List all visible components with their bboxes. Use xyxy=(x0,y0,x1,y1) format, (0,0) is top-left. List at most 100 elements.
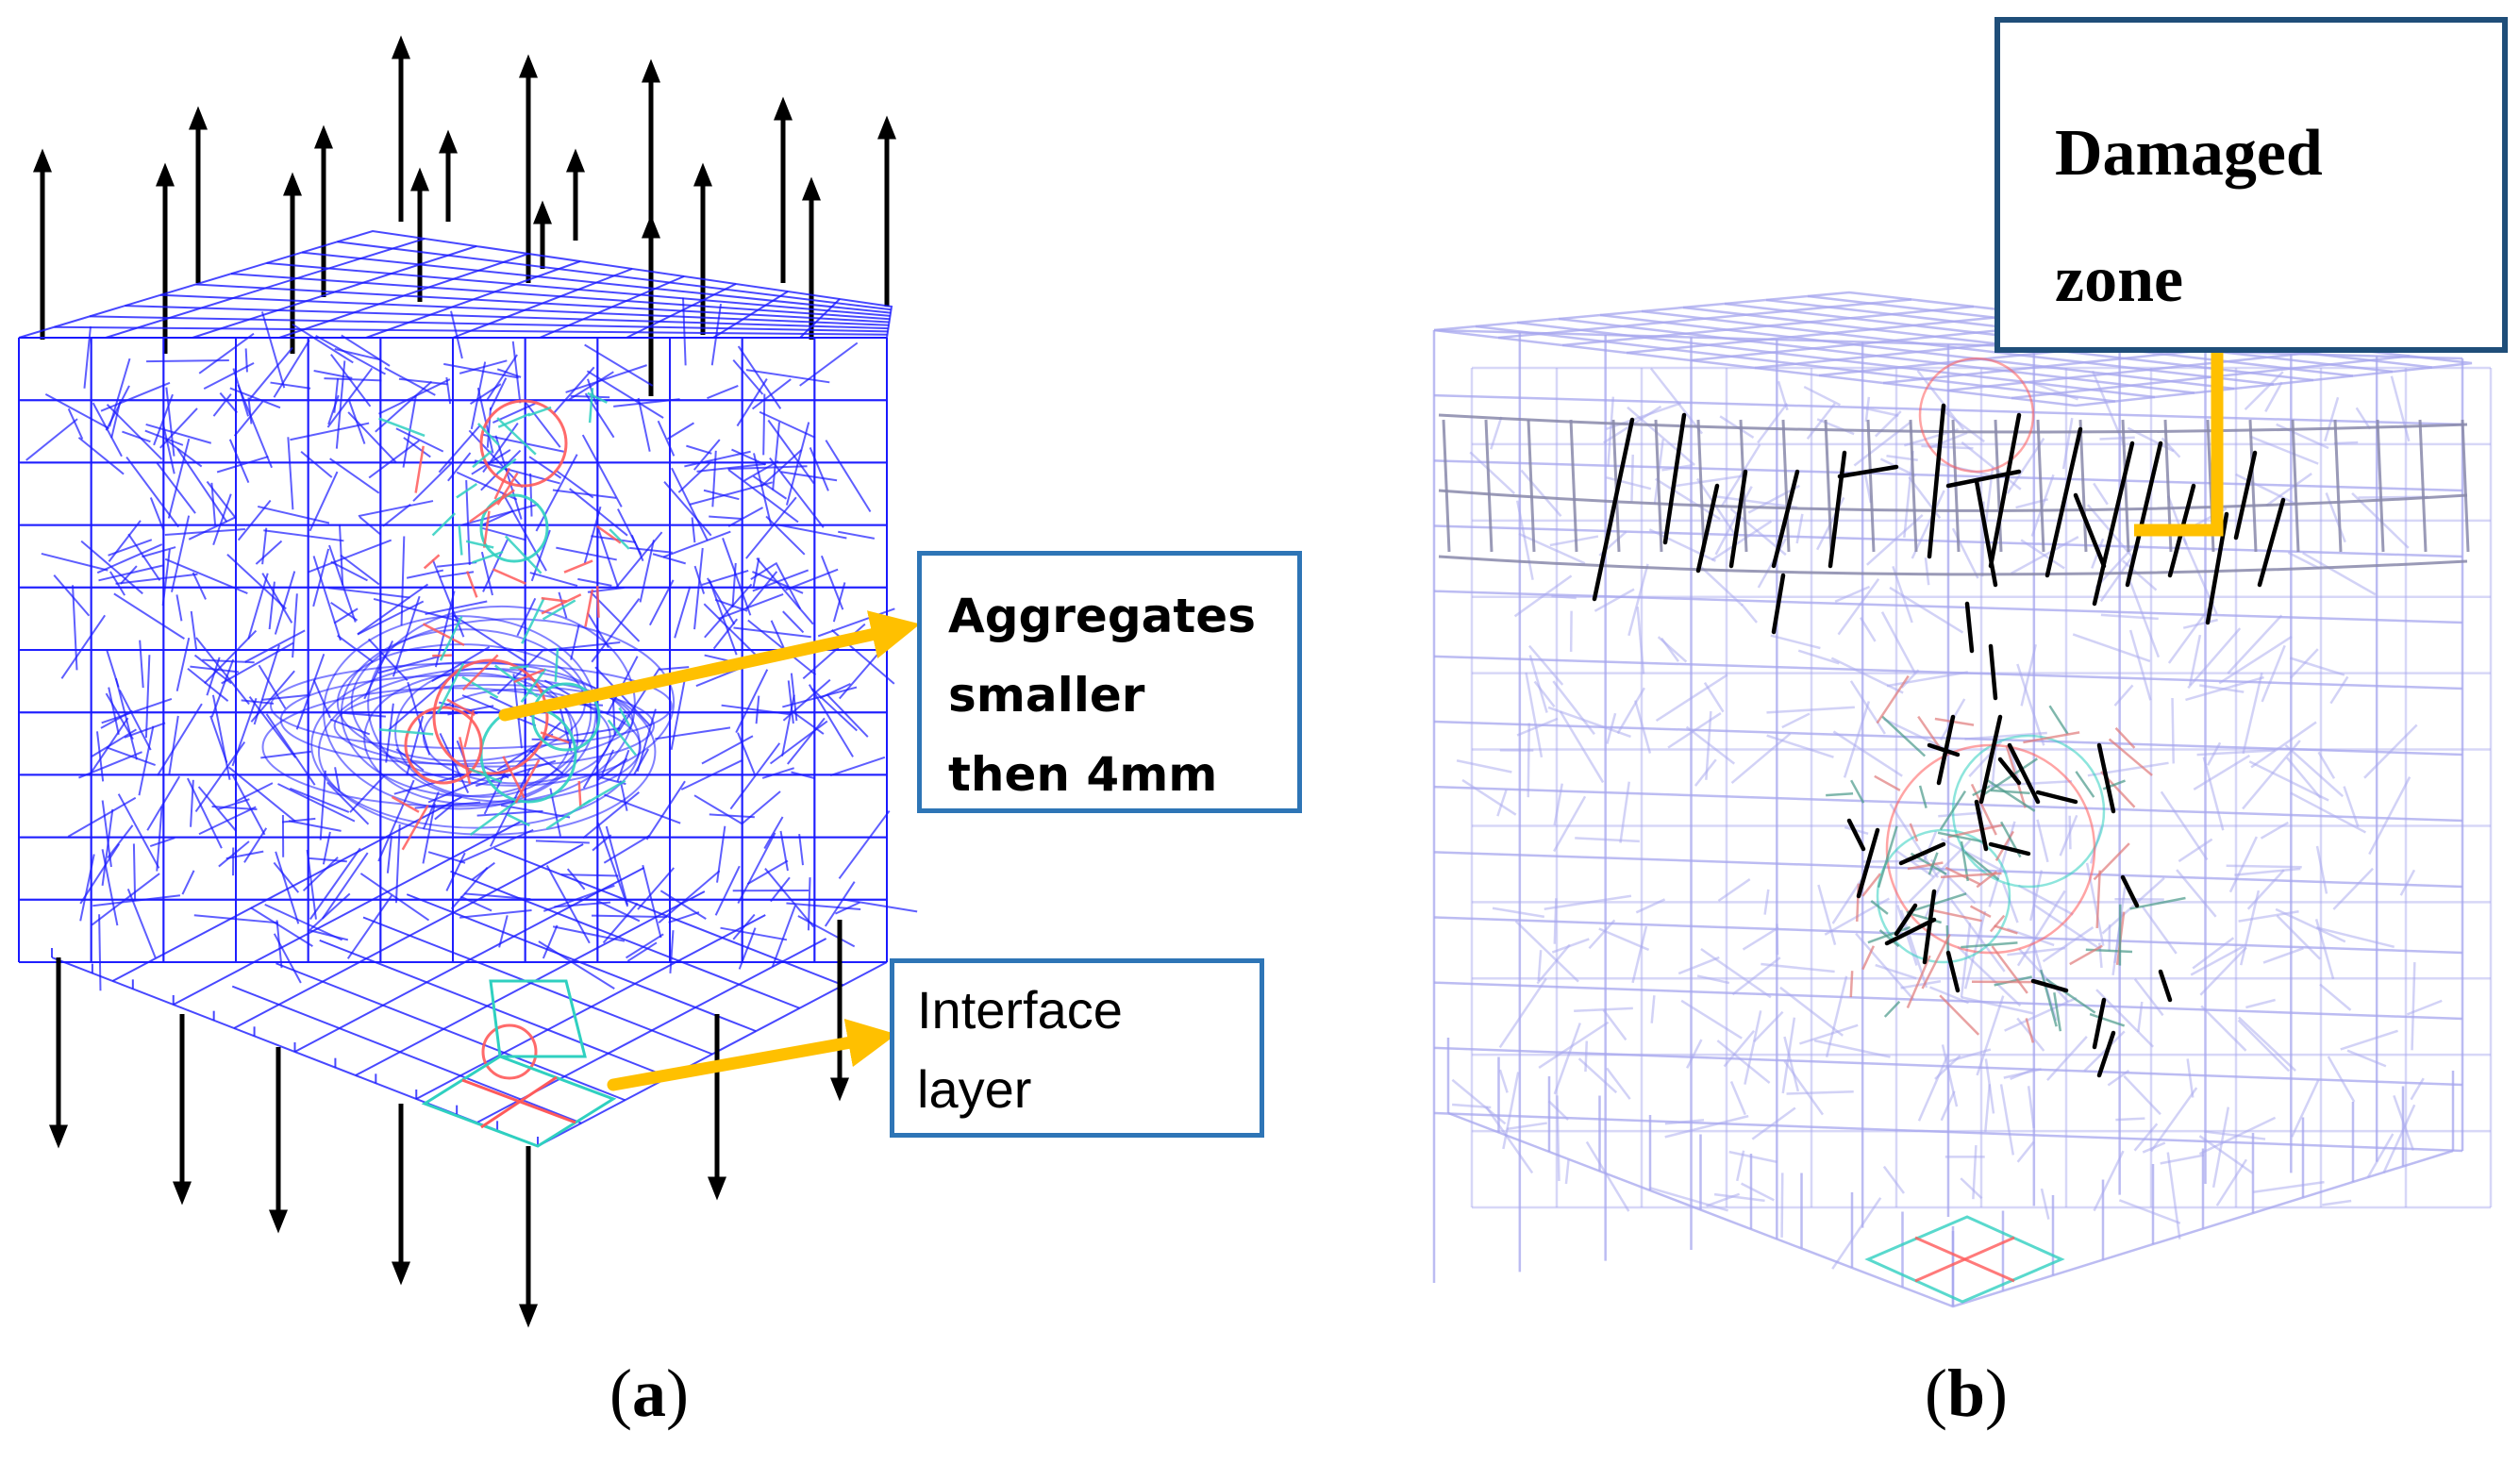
interface-pointer-arrow xyxy=(607,1018,897,1091)
mesh-fill-line xyxy=(105,692,134,740)
mesh-fill-line xyxy=(1723,1030,1756,1068)
mesh-fill-line xyxy=(787,680,794,724)
aggregate-edge xyxy=(1911,913,1943,924)
mesh-fill-line xyxy=(1537,950,1543,982)
aggregate-edge xyxy=(1909,823,1919,842)
mesh-fill-line xyxy=(2093,1150,2125,1212)
damaged-band-line xyxy=(1442,419,1451,553)
mesh-fill-line xyxy=(1929,858,1977,905)
mesh-fill-line xyxy=(1518,532,1586,565)
mesh-fill-line xyxy=(1940,838,2009,875)
crack-line xyxy=(2092,441,2135,607)
mesh-line xyxy=(493,847,844,987)
mesh-fill-line xyxy=(731,448,766,466)
mesh-fill-line xyxy=(1729,1081,1746,1116)
mesh-fill-line xyxy=(1498,1069,1509,1093)
mesh-fill-line xyxy=(731,562,737,608)
mesh-fill-line xyxy=(113,592,185,640)
mesh-fill-line xyxy=(560,873,619,877)
damaged-band-line xyxy=(2333,419,2343,553)
mesh-line xyxy=(539,275,685,339)
mesh-fill-line xyxy=(779,830,789,872)
mesh-fill-line xyxy=(216,456,269,474)
mesh-fill-line xyxy=(83,325,92,389)
mesh-line xyxy=(230,273,891,321)
damaged-band-edge xyxy=(1438,555,2468,576)
mesh-fill-line xyxy=(357,600,425,636)
mesh-fill-line xyxy=(445,852,466,891)
mesh-fill-line xyxy=(2355,407,2372,430)
mesh-fill-line xyxy=(1607,396,1615,467)
mesh-fill-line xyxy=(237,499,272,541)
mesh-fill-line xyxy=(44,392,110,430)
mesh-fill-line xyxy=(1843,701,1871,778)
panel-b-damaged-model xyxy=(1432,291,2493,1308)
aggregate-edge xyxy=(461,675,499,699)
mesh-fill-line xyxy=(1538,1021,1610,1069)
mesh-fill-line xyxy=(732,913,756,940)
mesh-fill-line xyxy=(412,461,453,502)
mesh-fill-line xyxy=(79,854,95,922)
mesh-fill-line xyxy=(1469,451,1516,495)
mesh-fill-line xyxy=(400,536,406,626)
mesh-fill-line xyxy=(1549,535,1599,547)
mesh-fill-line xyxy=(2004,996,2078,1032)
damaged-band-line xyxy=(1994,419,2003,553)
mesh-fill-line xyxy=(386,835,393,873)
mesh-fill-line xyxy=(385,703,394,763)
mesh-fill-line xyxy=(198,806,257,836)
mesh-fill-line xyxy=(1714,486,1753,556)
aggregate-edge xyxy=(609,528,630,550)
mesh-fill-line xyxy=(502,492,547,572)
mesh-fill-line xyxy=(583,506,602,564)
mesh-fill-line xyxy=(1520,469,1562,518)
mesh-fill-line xyxy=(1700,566,1744,607)
mesh-fill-line xyxy=(476,809,543,817)
mesh-fill-line xyxy=(2234,867,2301,876)
mesh-fill-line xyxy=(765,515,806,556)
mesh-fill-line xyxy=(164,439,203,468)
mesh-fill-line xyxy=(101,808,114,886)
mesh-fill-line xyxy=(334,347,382,361)
mesh-fill-line xyxy=(1816,418,1855,436)
aggregate-circle xyxy=(1876,828,2011,964)
crack-line xyxy=(2007,742,2041,805)
mesh-fill-line xyxy=(144,655,151,739)
mesh-fill-line xyxy=(1584,1040,1589,1073)
mesh-fill-line xyxy=(98,914,102,991)
mesh-fill-line xyxy=(829,756,886,777)
mesh-fill-line xyxy=(2185,675,2264,702)
aggregate-edge xyxy=(1934,717,1975,726)
mesh-fill-line xyxy=(306,849,317,920)
caption-a-close: ) xyxy=(665,1356,689,1431)
mesh-fill-line xyxy=(244,629,306,663)
mesh-fill-line xyxy=(1616,687,1645,735)
mesh-fill-line xyxy=(187,667,229,702)
mesh-fill-line xyxy=(1606,475,1652,491)
mesh-fill-line xyxy=(782,678,831,722)
mesh-line xyxy=(1433,459,2463,492)
mesh-fill-line xyxy=(535,454,578,532)
finite-element-mesh-a xyxy=(18,229,918,1147)
crack-line xyxy=(1837,464,1899,479)
mesh-fill-line xyxy=(709,515,743,521)
mesh-fill-line xyxy=(193,914,278,924)
mesh-fill-line xyxy=(359,516,381,536)
mesh-fill-line xyxy=(542,884,615,912)
mesh-fill-line xyxy=(566,868,586,890)
mesh-fill-line xyxy=(450,310,463,359)
mesh-fill-line xyxy=(1731,957,1781,996)
aggregate-edge xyxy=(2075,771,2095,798)
aggregate-edge xyxy=(595,524,622,544)
mesh-fill-line xyxy=(1602,1008,1627,1041)
mesh-fill-line xyxy=(438,424,481,474)
mesh-fill-line xyxy=(2240,890,2261,966)
mesh-fill-line xyxy=(592,914,668,919)
aggregate-edge xyxy=(1883,1000,1901,1018)
mesh-line xyxy=(233,843,584,1029)
mesh-fill-line xyxy=(1551,594,1577,600)
mesh-fill-line xyxy=(2327,1056,2356,1103)
mesh-fill-line xyxy=(268,581,275,630)
mesh-fill-line xyxy=(682,297,687,366)
mesh-fill-line xyxy=(2248,760,2329,802)
